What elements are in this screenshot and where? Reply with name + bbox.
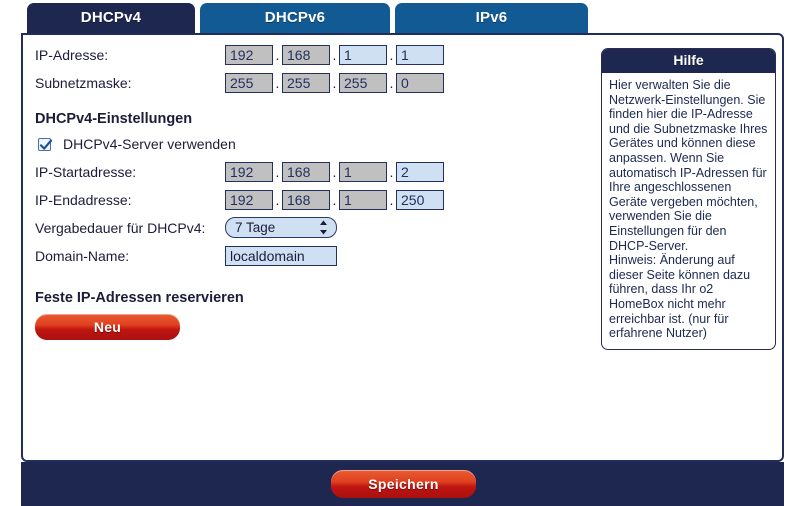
help-paragraph: Hier verwalten Sie die Netzwerk-Einstell… — [609, 78, 768, 253]
ip-end-octet-1[interactable] — [225, 190, 273, 210]
tab-ipv6[interactable]: IPv6 — [395, 3, 588, 35]
lease-time-selected-value: 7 Tage — [235, 220, 276, 235]
lease-time-select[interactable]: 7 Tage — [225, 217, 337, 238]
subnet-mask-octet-4[interactable] — [396, 73, 444, 93]
field-row-ip-end: IP-Endadresse: . . . — [31, 190, 591, 214]
ip-start-octet-3[interactable] — [339, 162, 387, 182]
save-button[interactable]: Speichern — [331, 470, 476, 498]
ip-end-label: IP-Endadresse: — [35, 192, 132, 208]
reserve-heading: Feste IP-Adressen reservieren — [35, 290, 244, 306]
dhcp-server-checkbox-row: DHCPv4-Server verwenden — [31, 135, 591, 157]
field-row-ip-start: IP-Startadresse: . . . — [31, 162, 591, 186]
field-row-domain-name: Domain-Name: — [31, 246, 591, 270]
footer-bar: Speichern — [21, 462, 784, 506]
new-reservation-button[interactable]: Neu — [35, 314, 180, 340]
octet-separator: . — [389, 164, 394, 180]
dhcp-server-checkbox[interactable] — [38, 138, 53, 151]
ip-start-octet-1[interactable] — [225, 162, 273, 182]
help-panel-title: Hilfe — [602, 49, 775, 73]
field-row-lease-time: Vergabedauer für DHCPv4: 7 Tage — [31, 217, 591, 242]
octet-separator: . — [332, 47, 337, 63]
ip-end-octets: . . . — [225, 190, 444, 210]
subnet-mask-label: Subnetzmaske: — [35, 75, 132, 91]
domain-name-input[interactable] — [225, 246, 337, 266]
ip-address-octets: . . . — [225, 45, 444, 65]
stepper-arrows-icon — [320, 220, 327, 235]
octet-separator: . — [275, 192, 280, 208]
content-panel: IP-Adresse: . . . Subnetzmaske: . — [21, 33, 784, 462]
field-row-subnet-mask: Subnetzmaske: . . . — [31, 73, 591, 97]
dhcpv4-form: IP-Adresse: . . . Subnetzmaske: . — [31, 45, 591, 340]
ip-address-octet-4[interactable] — [396, 45, 444, 65]
ip-address-octet-3[interactable] — [339, 45, 387, 65]
octet-separator: . — [389, 192, 394, 208]
octet-separator: . — [275, 75, 280, 91]
ip-start-octet-4[interactable] — [396, 162, 444, 182]
help-panel: Hilfe Hier verwalten Sie die Netzwerk-Ei… — [601, 48, 776, 350]
field-row-ip-address: IP-Adresse: . . . — [31, 45, 591, 69]
help-paragraph: Hinweis: Änderung auf dieser Seite könne… — [609, 253, 751, 341]
octet-separator: . — [389, 47, 394, 63]
ip-start-octets: . . . — [225, 162, 444, 182]
octet-separator: . — [275, 164, 280, 180]
tab-dhcpv6[interactable]: DHCPv6 — [200, 3, 390, 35]
dhcp-server-checkbox-label: DHCPv4-Server verwenden — [63, 136, 236, 152]
help-panel-body: Hier verwalten Sie die Netzwerk-Einstell… — [602, 73, 775, 349]
ip-address-octet-1[interactable] — [225, 45, 273, 65]
octet-separator: . — [332, 192, 337, 208]
settings-heading: DHCPv4-Einstellungen — [35, 111, 193, 127]
ip-end-octet-4[interactable] — [396, 190, 444, 210]
octet-separator: . — [332, 75, 337, 91]
domain-name-label: Domain-Name: — [35, 248, 130, 264]
lease-time-label: Vergabedauer für DHCPv4: — [35, 220, 206, 236]
subnet-mask-octet-3[interactable] — [339, 73, 387, 93]
ip-start-label: IP-Startadresse: — [35, 164, 137, 180]
ip-address-octet-2[interactable] — [282, 45, 330, 65]
check-icon — [39, 139, 53, 150]
ip-address-label: IP-Adresse: — [35, 47, 109, 63]
ip-end-octet-3[interactable] — [339, 190, 387, 210]
ip-start-octet-2[interactable] — [282, 162, 330, 182]
tab-bar: DHCPv4 DHCPv6 IPv6 — [0, 0, 790, 35]
subnet-mask-octet-1[interactable] — [225, 73, 273, 93]
octet-separator: . — [332, 164, 337, 180]
tab-dhcpv4[interactable]: DHCPv4 — [27, 3, 195, 35]
octet-separator: . — [275, 47, 280, 63]
ip-end-octet-2[interactable] — [282, 190, 330, 210]
subnet-mask-octet-2[interactable] — [282, 73, 330, 93]
octet-separator: . — [389, 75, 394, 91]
subnet-mask-octets: . . . — [225, 73, 444, 93]
